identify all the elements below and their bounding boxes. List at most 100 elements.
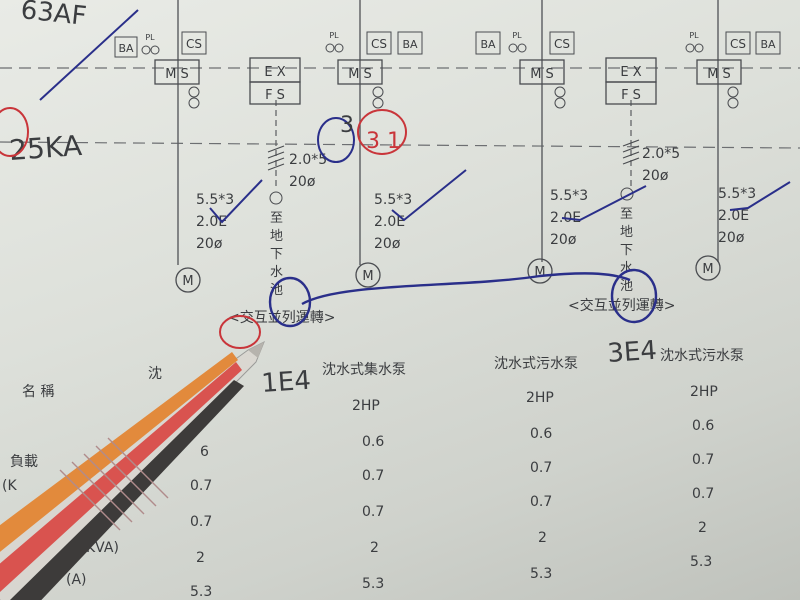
column-1-hp: 2HP: [352, 398, 380, 414]
column-3-name: 沈水式污水泵: [660, 348, 744, 364]
svg-text:M S: M S: [348, 67, 372, 82]
sensor-vertical-label-2: 至地下水池: [620, 207, 633, 294]
feeder-1-l1: 5.5*3: [196, 192, 234, 208]
svg-text:F S: F S: [621, 88, 641, 103]
svg-text:BA: BA: [480, 38, 496, 51]
motor-icon-3: M: [527, 258, 553, 284]
pen: [0, 340, 265, 600]
svg-text:F S: F S: [265, 88, 285, 103]
svg-text:M: M: [182, 274, 193, 289]
svg-text:M: M: [362, 269, 373, 284]
svg-text:BA: BA: [402, 38, 418, 51]
cs-box-1: CS: [181, 31, 207, 55]
conduit-hatch-icon: [267, 139, 640, 171]
sensor-feeder-2-l2: 20ø: [642, 168, 669, 184]
col2-value-4: 5.3: [530, 566, 552, 582]
handwriting-breaker: 25KA: [8, 129, 83, 167]
col3-value-3: 2: [698, 520, 707, 536]
column-2-name: 沈水式污水泵: [494, 356, 578, 372]
feeder-4-l3: 20ø: [718, 230, 745, 246]
ms-box-2: M S: [337, 59, 383, 85]
col2-value-3: 2: [538, 530, 547, 546]
row-label-name: 名 稱: [22, 384, 54, 400]
feeder-4-l1: 5.5*3: [718, 186, 756, 202]
ba-box-2: BA: [397, 31, 423, 55]
col1-value-2: 0.7: [362, 504, 384, 520]
col3-value-1: 0.7: [692, 452, 714, 468]
svg-text:M: M: [702, 262, 713, 277]
svg-text:BA: BA: [760, 38, 776, 51]
relay-icon: [188, 86, 739, 109]
col3-value-2: 0.7: [692, 486, 714, 502]
svg-text:M S: M S: [165, 67, 189, 82]
ba-box-3: BA: [475, 31, 501, 55]
feeder-3-l1: 5.5*3: [550, 188, 588, 204]
handwriting-top-left: 63AF: [19, 0, 88, 32]
feeder-3-l3: 20ø: [550, 232, 577, 248]
ink-slash: [39, 9, 139, 101]
alternating-label-2: <交互並列運轉>: [568, 297, 675, 314]
col2-value-1: 0.7: [530, 460, 552, 476]
svg-text:CS: CS: [554, 37, 570, 51]
motor-icon-2: M: [355, 262, 381, 288]
ink-circle-left: [268, 276, 312, 328]
cs-box-3: CS: [549, 31, 575, 55]
col2-value-0: 0.6: [530, 426, 552, 442]
ms-box-3: M S: [519, 59, 565, 85]
feeder-2-l1: 5.5*3: [374, 192, 412, 208]
cs-box-2: CS: [366, 31, 392, 55]
float-switch-icon-2: [620, 187, 634, 201]
column-2-hp: 2HP: [526, 390, 554, 406]
left-value-0: 6: [200, 444, 209, 460]
ink-circle-right: [610, 268, 658, 324]
col3-value-0: 0.6: [692, 418, 714, 434]
left-value-2: 0.7: [190, 514, 212, 530]
sensor-feeder-1-l1: 2.0*5: [289, 152, 327, 168]
svg-text:PL: PL: [689, 31, 699, 40]
motor-icon-1: M: [175, 267, 201, 293]
sensor-feeder-2-l1: 2.0*5: [642, 146, 680, 162]
red-circle-low: [219, 315, 261, 349]
svg-text:M: M: [534, 265, 545, 280]
col2-value-2: 0.7: [530, 494, 552, 510]
row-label-load: 負載: [10, 454, 38, 470]
motor-icon-4: M: [695, 255, 721, 281]
col3-value-4: 5.3: [690, 554, 712, 570]
left-value-3: 2: [196, 550, 205, 566]
col1-value-4: 5.3: [362, 576, 384, 592]
svg-text:E X: E X: [264, 65, 285, 80]
left-value-1: 0.7: [190, 478, 212, 494]
feeder-2-l3: 20ø: [374, 236, 401, 252]
ms-box-1: M S: [154, 59, 200, 85]
red-circle-mark: [0, 107, 29, 157]
svg-text:PL: PL: [329, 31, 339, 40]
col1-value-1: 0.7: [362, 468, 384, 484]
pilot-lamp-icon: [141, 43, 704, 55]
ink-link-line: [301, 272, 631, 306]
ba-box-1: BA: [114, 36, 138, 58]
float-switch-icon: [269, 191, 283, 205]
cs-box-4: CS: [725, 31, 751, 55]
svg-text:E X: E X: [620, 65, 641, 80]
feeder-4-l2: 2.0E: [718, 208, 749, 224]
left-value-4: 5.3: [190, 584, 212, 600]
handwriting-circled-31: 3 1: [366, 129, 401, 154]
ba-box-4: BA: [755, 31, 781, 55]
svg-text:BA: BA: [118, 42, 134, 55]
partial-left-header: 沈: [148, 366, 162, 382]
ms-box-4: M S: [696, 59, 742, 85]
svg-text:M S: M S: [530, 67, 554, 82]
svg-text:PL: PL: [512, 31, 522, 40]
handwriting-circled-3: 3: [340, 113, 354, 138]
col1-value-3: 2: [370, 540, 379, 556]
column-3-hp: 2HP: [690, 384, 718, 400]
svg-text:M S: M S: [707, 67, 731, 82]
svg-text:CS: CS: [186, 37, 202, 51]
svg-text:PL: PL: [145, 33, 155, 42]
col1-value-0: 0.6: [362, 434, 384, 450]
svg-text:CS: CS: [371, 37, 387, 51]
check-mark-icon: [209, 169, 791, 224]
ex-fs-box-2: E X F S: [605, 57, 657, 105]
